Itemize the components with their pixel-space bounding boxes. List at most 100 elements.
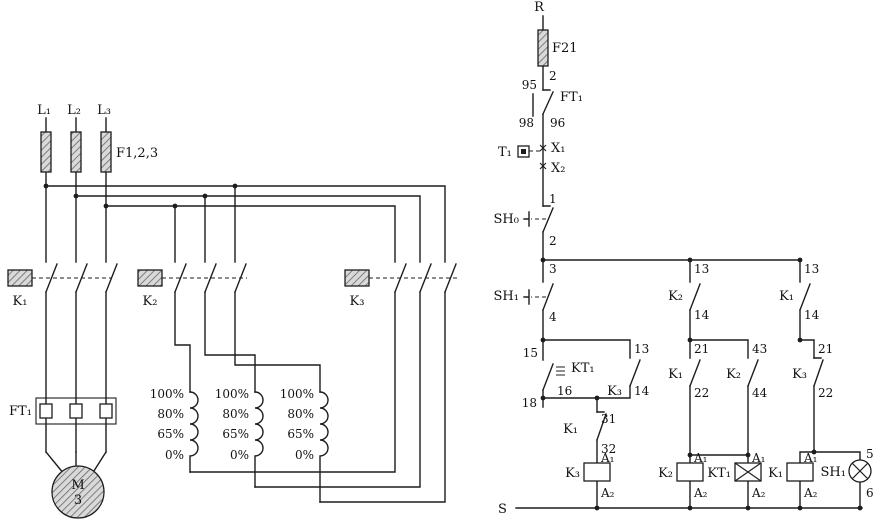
contactor-k3-operator: [344, 269, 370, 287]
autotransformer-1: [189, 391, 199, 473]
tap2-65: 65%: [222, 427, 249, 441]
sh0-label: SH₀: [494, 212, 519, 227]
tap2-0: 0%: [230, 448, 249, 462]
timer-contact-kt1: [542, 363, 565, 391]
terminal-a2-k2: A₂: [693, 486, 708, 500]
terminal-31: 31: [601, 412, 616, 426]
power-wiring: [43, 117, 446, 263]
terminal-21-k1: 21: [694, 342, 709, 356]
terminal-14-k2: 14: [694, 308, 710, 322]
t1-transformer-symbol: [517, 144, 547, 170]
k2-contact-label-b: K₂: [726, 367, 741, 382]
terminal-14-k3: 14: [634, 384, 650, 398]
contactor-k1-operator: [7, 269, 33, 287]
terminal-13-k3: 13: [634, 342, 649, 356]
terminal-95: 95: [522, 78, 537, 92]
overload-ft1-label: FT₁: [9, 404, 32, 419]
motor-symbol: [45, 451, 107, 519]
k2-contact-label-a: K₂: [668, 289, 683, 304]
tap1-65: 65%: [157, 427, 184, 441]
stop-button-sh0: [523, 205, 554, 233]
control-circuit: R F21 2 95 FT₁ 98 96 T₁ X₁ X₂ 1 SH₀ 2 3 …: [494, 0, 874, 517]
line-r-label: R: [534, 0, 545, 15]
k1-contact-label-a: K₁: [779, 289, 794, 304]
terminal-4: 4: [549, 310, 557, 324]
terminal-32: 32: [601, 442, 616, 456]
tap3-0: 0%: [295, 448, 314, 462]
terminal-14-k1: 14: [804, 308, 820, 322]
tap2-100: 100%: [215, 387, 249, 401]
motor-sub-label: 3: [74, 493, 82, 508]
terminal-18: 18: [522, 396, 537, 410]
ft1-contact-label: FT₁: [560, 90, 583, 105]
kt1-contact-label: KT₁: [571, 361, 595, 376]
x1-terminal-mark: [539, 144, 547, 152]
k1-contact-label-c: K₁: [563, 422, 578, 437]
terminal-44: 44: [752, 386, 768, 400]
terminal-a2-k3: A₂: [600, 486, 615, 500]
phase-l1-label: L₁: [37, 103, 51, 118]
coil-k2-label: K₂: [658, 466, 673, 481]
terminal-22-k3: 22: [818, 386, 833, 400]
tap1-0: 0%: [165, 448, 184, 462]
terminal-2-bottom: 2: [549, 234, 557, 248]
k1-contact-label-b: K₁: [668, 367, 683, 382]
x2-terminal-mark: [539, 162, 547, 170]
k1-aux-contact-13-14: [799, 283, 811, 311]
phase-l3-label: L₃: [97, 103, 111, 118]
phase-l2-label: L₂: [67, 103, 81, 118]
coil-k2: [676, 462, 704, 482]
contactor-k1-label: K₁: [13, 294, 28, 309]
k3-aux-contact-21-22: [813, 357, 824, 387]
coil-k1-label: K₁: [768, 466, 783, 481]
motor-label: M: [71, 478, 84, 493]
line-s-label: S: [498, 502, 507, 517]
terminal-98: 98: [519, 116, 534, 130]
coil-kt1: [734, 462, 762, 482]
terminal-a1-k2: A₁: [693, 451, 707, 465]
terminal-2-top: 2: [549, 69, 557, 83]
k3-contact-label-b: K₃: [792, 367, 807, 382]
power-fuse-f123: [40, 131, 112, 173]
k2-aux-contact-13-14: [689, 283, 701, 311]
control-wiring: [515, 15, 863, 511]
terminal-a1-k1: A₁: [803, 451, 817, 465]
lamp-sh1: [848, 459, 872, 483]
tap3-80: 80%: [287, 407, 314, 421]
terminal-3: 3: [549, 262, 557, 276]
lamp-sh1-label: SH₁: [821, 465, 846, 480]
coil-k3-label: K₃: [565, 466, 580, 481]
contactor-k3-contacts: [189, 263, 457, 503]
terminal-a2-kt1: A₂: [751, 486, 766, 500]
terminal-5: 5: [866, 447, 874, 461]
sh1-label: SH₁: [494, 289, 519, 304]
terminal-15: 15: [523, 346, 538, 360]
autotransformer-coils: [189, 391, 329, 503]
power-circuit: L₁ L₂ L₃ F1,2,3 K₁ K₂ K₃ FT₁ M 3 100% 80…: [7, 103, 457, 519]
overload-ft1-heaters: [35, 397, 117, 425]
coil-k3: [583, 462, 611, 482]
k2-aux-contact-43-44: [747, 359, 759, 387]
terminal-96: 96: [550, 116, 565, 130]
tap1-100: 100%: [150, 387, 184, 401]
terminal-a2-k1: A₂: [803, 486, 818, 500]
start-button-sh1: [523, 283, 554, 311]
contactor-k2-operator: [137, 269, 163, 287]
autotransformer-2: [254, 391, 264, 488]
terminal-13-k1: 13: [804, 262, 819, 276]
k1-aux-contact-21-22: [689, 359, 701, 387]
power-fuse-label: F1,2,3: [116, 146, 158, 161]
tap2-80: 80%: [222, 407, 249, 421]
contactor-k2-contacts: [137, 263, 321, 393]
terminal-a1-k3: A₁: [600, 451, 614, 465]
terminal-22-k1: 22: [694, 386, 709, 400]
t1-label: T₁: [498, 145, 512, 160]
control-fuse-f21: [537, 29, 549, 67]
autotransformer-3: [319, 391, 329, 503]
contactor-k2-label: K₂: [143, 294, 158, 309]
control-fuse-label: F21: [552, 41, 578, 56]
k3-aux-contact-label: K₃: [607, 384, 622, 399]
terminal-43: 43: [752, 342, 767, 356]
terminal-6: 6: [866, 486, 874, 500]
